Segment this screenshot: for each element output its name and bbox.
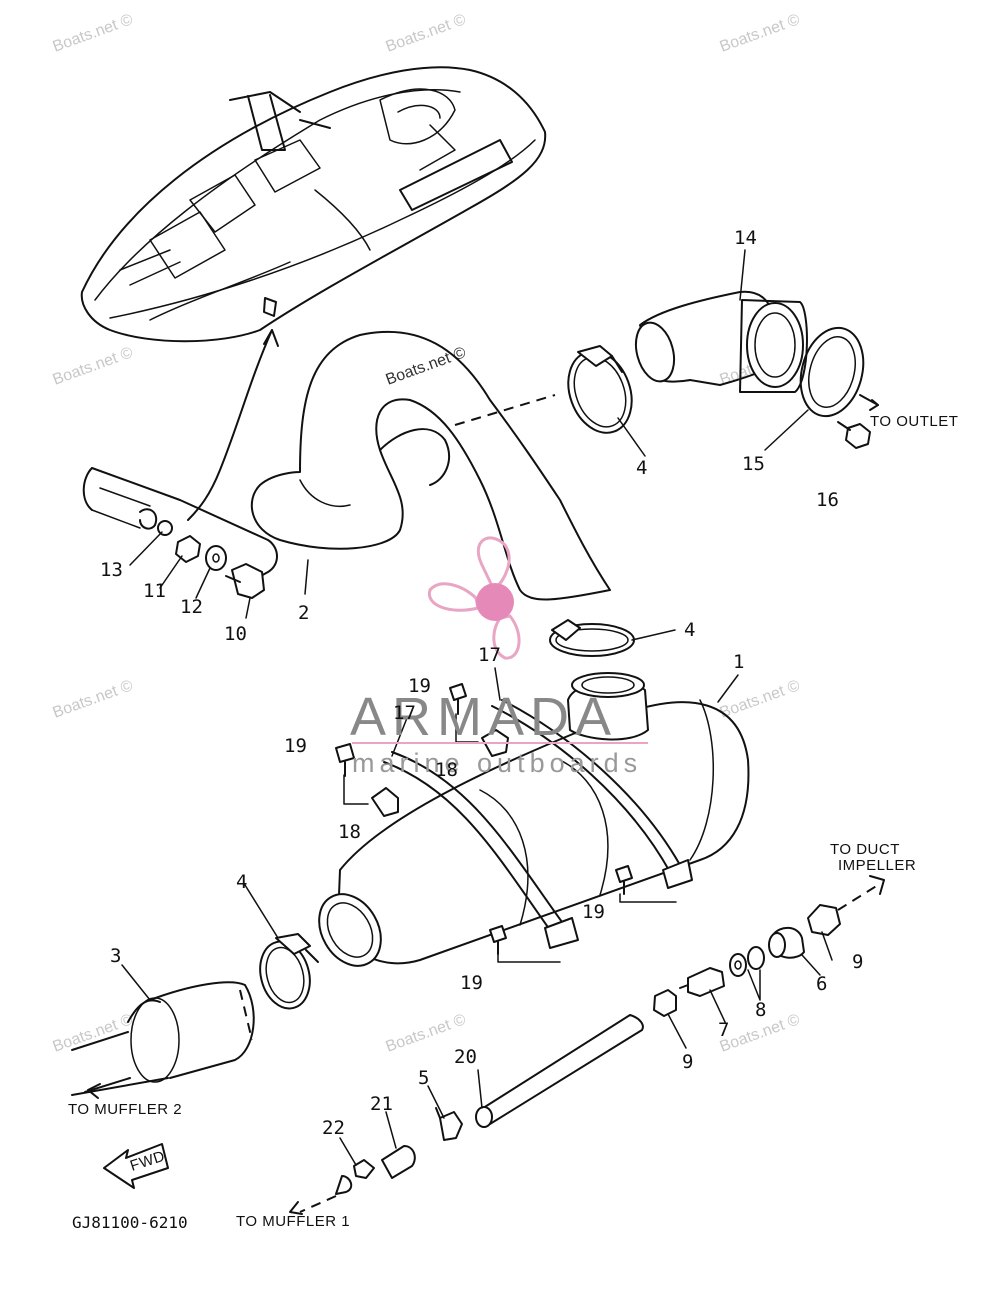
callout-13: 13 (100, 559, 123, 581)
callout-10: 10 (224, 623, 247, 645)
routing-line (187, 329, 273, 521)
watermark: Boats.net © (384, 11, 469, 56)
impeller-label: IMPELLER (838, 857, 916, 874)
logo-wordmark: ARMADA (350, 687, 617, 747)
propeller-hub (476, 583, 514, 621)
callout-11: 11 (143, 580, 166, 602)
callout-18: 18 (435, 759, 458, 781)
callout-17: 17 (478, 644, 501, 666)
callout-4: 4 (236, 871, 247, 893)
part-code: GJ81100-6210 (72, 1213, 188, 1232)
callout-19: 19 (284, 735, 307, 757)
callout-19: 19 (582, 901, 605, 923)
logo-underline (352, 742, 648, 744)
muffler-2-pipe (250, 330, 611, 601)
propeller-blade (492, 614, 521, 660)
callout-19: 19 (408, 675, 431, 697)
watermark: Boats.net © (51, 11, 136, 56)
outlet-elbow-assembly (634, 290, 879, 449)
callout-16: 16 (816, 489, 839, 511)
armada-logo: ARMADA marine outboards (350, 536, 648, 778)
callout-9: 9 (682, 1051, 693, 1073)
muffler-1-body (318, 672, 750, 967)
bottom-fittings (289, 1107, 463, 1215)
watermark: Boats.net © (384, 344, 469, 389)
watermark: Boats.net © (718, 11, 803, 56)
watermark: Boats.net © (718, 677, 803, 722)
to-duct-label: TO DUCT (830, 841, 900, 858)
callout-7: 7 (718, 1019, 729, 1041)
propeller-blade (476, 536, 511, 593)
callout-4: 4 (684, 619, 695, 641)
propeller-blade (427, 582, 480, 612)
to-outlet-label: TO OUTLET (870, 413, 958, 430)
hose-clamp-top (567, 345, 633, 434)
exhaust-pipe-3 (71, 981, 255, 1099)
callout-9: 9 (852, 951, 863, 973)
callout-numbers: 14 4 15 16 13 11 12 10 2 4 1 17 19 17 19… (100, 227, 863, 1139)
callout-21: 21 (370, 1093, 393, 1115)
callout-15: 15 (742, 453, 765, 475)
duct-fittings (475, 875, 885, 1128)
callout-17: 17 (393, 702, 416, 724)
callout-20: 20 (454, 1046, 477, 1068)
to-muffler-2-label: TO MUFFLER 2 (68, 1101, 182, 1118)
callout-6: 6 (816, 973, 827, 995)
callout-1: 1 (733, 651, 744, 673)
callout-22: 22 (322, 1117, 345, 1139)
hose-clamp-middle (549, 619, 635, 657)
arrow-head (263, 329, 279, 347)
callout-19: 19 (460, 972, 483, 994)
watermark: Boats.net © (51, 344, 136, 389)
callout-18: 18 (338, 821, 361, 843)
watermark: Boats.net © (51, 677, 136, 722)
mount-bracket-assembly (82, 467, 278, 599)
callout-5: 5 (418, 1067, 429, 1089)
callout-3: 3 (110, 945, 121, 967)
forward-arrow: FWD (103, 1143, 169, 1189)
callout-2: 2 (298, 602, 309, 624)
callout-8: 8 (755, 999, 766, 1021)
callout-4: 4 (636, 457, 647, 479)
watercraft-illustration (80, 66, 547, 343)
leader-lines (121, 249, 833, 1166)
callout-14: 14 (734, 227, 757, 249)
to-muffler-1-label: TO MUFFLER 1 (236, 1213, 350, 1230)
hose-clamp-lower (259, 933, 319, 1010)
logo-tagline: marine outboards (352, 748, 642, 778)
callout-12: 12 (180, 596, 203, 618)
routing-labels: TO OUTLET TO DUCT IMPELLER TO MUFFLER 2 … (68, 413, 958, 1232)
